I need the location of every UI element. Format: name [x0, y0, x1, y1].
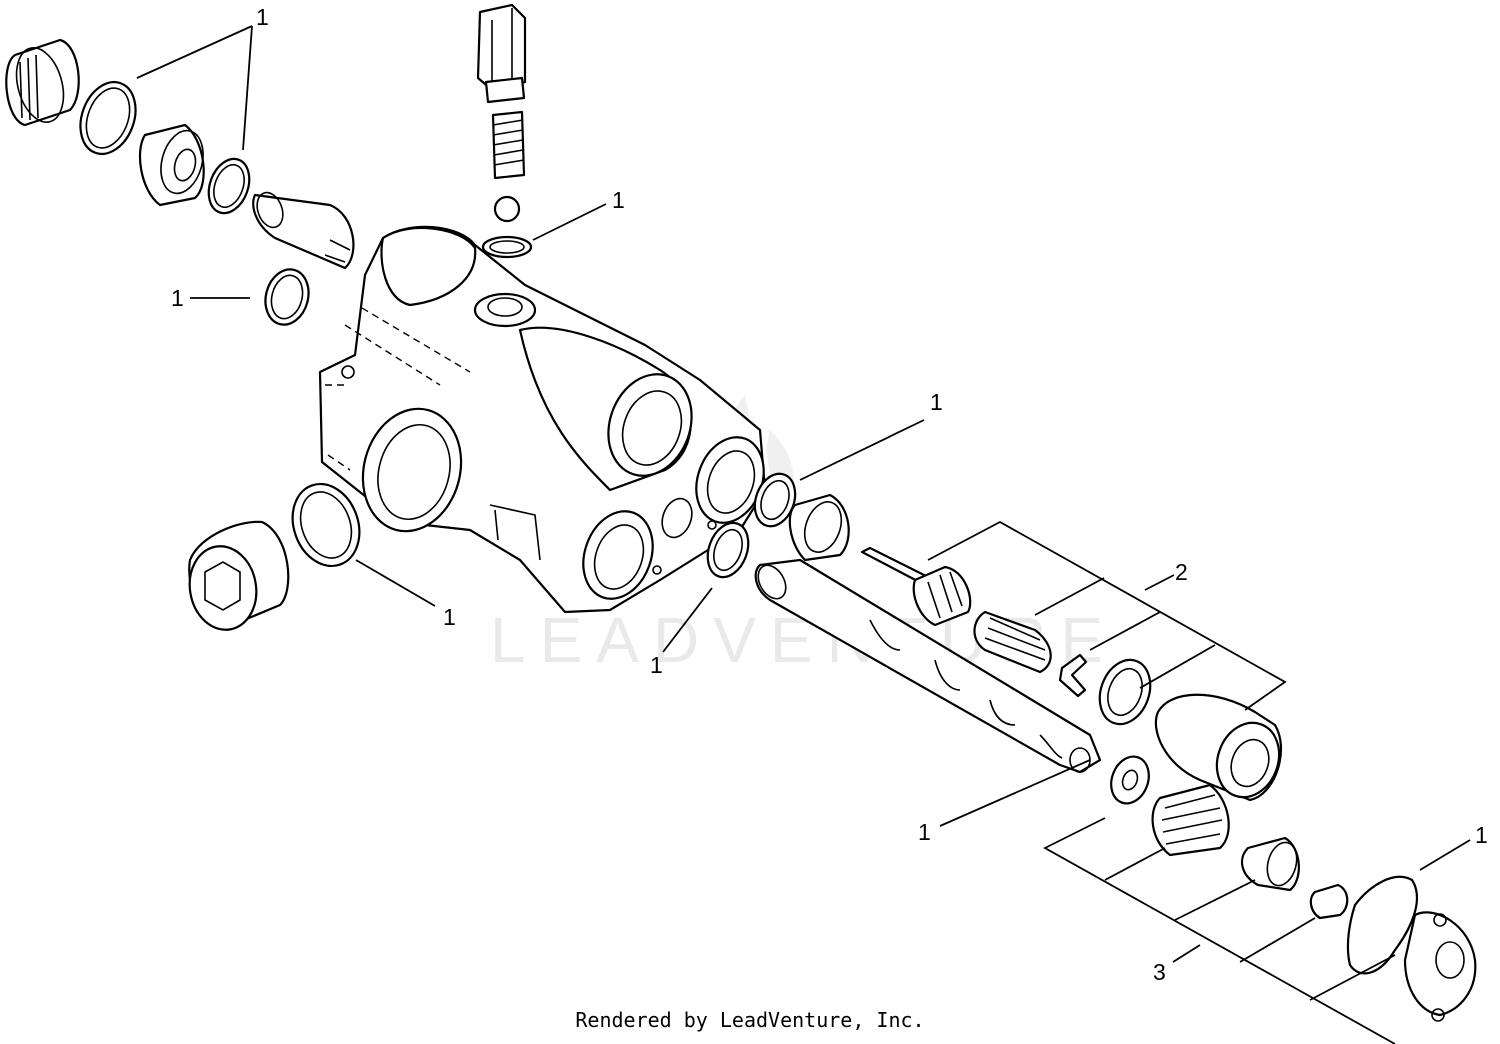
callout-1-left: 1: [171, 285, 184, 311]
valve-piston-top: [252, 191, 355, 270]
callout-1-top-left: 1: [256, 4, 269, 30]
top-left-plug: [5, 38, 80, 127]
valve-seat-center: [788, 493, 850, 562]
relief-fitting-top: [476, 3, 527, 104]
kit-3-parts: [1110, 755, 1477, 1022]
ball-top: [493, 195, 521, 223]
pump-manifold: [318, 225, 767, 614]
callout-1-top-center: 1: [612, 187, 625, 213]
kit-2-parts: [860, 546, 1283, 802]
spring-top: [491, 110, 526, 180]
unloader-shaft: [754, 558, 1102, 774]
o-ring-small-top: [207, 157, 251, 215]
o-ring-left-middle: [264, 268, 310, 326]
o-ring-top-left: [79, 81, 137, 155]
callout-labels: 1 1 1 1 1 1 1 1 2 3: [171, 4, 1488, 985]
callout-2-kit: 2: [1175, 559, 1188, 585]
callout-1-far-right: 1: [1475, 822, 1488, 848]
hex-plug-lower-left: [188, 520, 290, 631]
valve-seat-top: [138, 123, 205, 207]
o-ring-center-lower: [706, 521, 750, 579]
callout-1-lower-left: 1: [443, 604, 456, 630]
render-credit: Rendered by LeadVenture, Inc.: [575, 1008, 925, 1032]
callout-1-center-right: 1: [930, 389, 943, 415]
callout-1-lower-center: 1: [650, 652, 663, 678]
callout-3-kit: 3: [1153, 959, 1166, 985]
callout-1-lower-right: 1: [918, 819, 931, 845]
leader-lines: [136, 25, 1471, 1044]
